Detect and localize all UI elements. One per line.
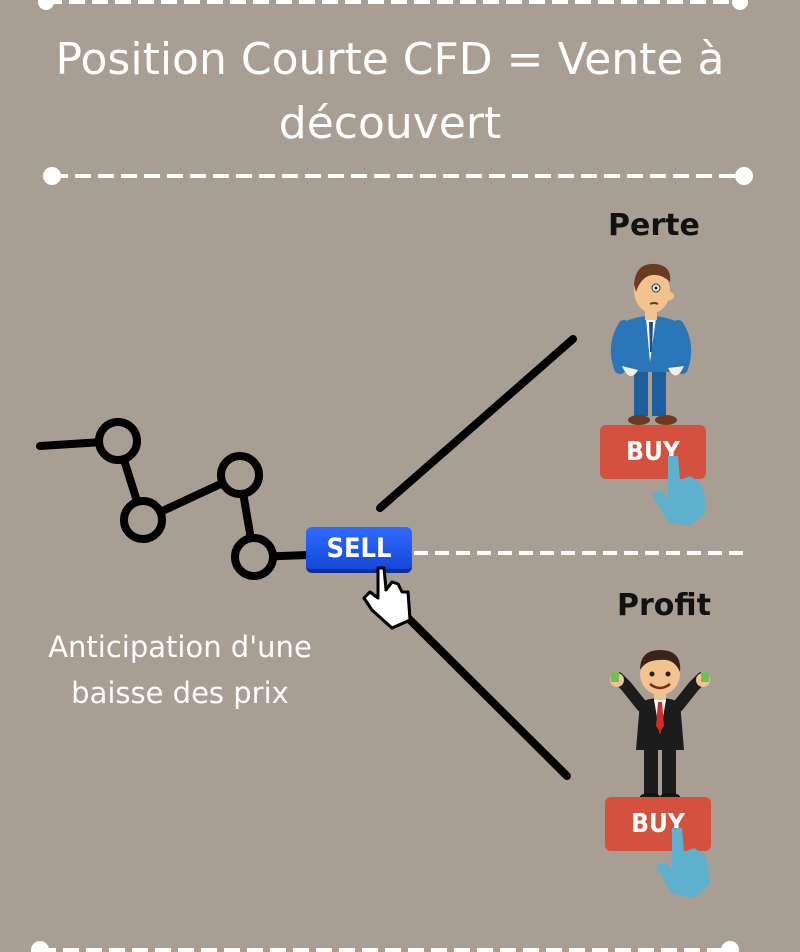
buy-button-profit[interactable]: BUY (605, 797, 711, 851)
price-up-line (376, 335, 577, 512)
profit-label: Profit (617, 588, 711, 623)
price-point (217, 452, 263, 498)
buy-button-loss[interactable]: BUY (600, 425, 706, 479)
hand-cursor-icon (362, 566, 412, 630)
price-history-line (36, 418, 312, 580)
price-point (95, 418, 141, 464)
price-point (231, 534, 277, 580)
title-divider (43, 167, 753, 185)
bottom-divider (31, 941, 739, 952)
happy-man-icon (610, 650, 710, 801)
price-point (120, 497, 166, 543)
loss-label: Perte (608, 208, 700, 243)
anticipation-note: Anticipation d'une baisse des prix (48, 630, 312, 710)
worried-man-icon (610, 263, 692, 425)
sell-button[interactable]: SELL (306, 527, 412, 573)
page-title: Position Courte CFD = Vente à découvert (55, 34, 725, 149)
top-divider (38, 0, 748, 10)
price-down-line (391, 601, 571, 780)
